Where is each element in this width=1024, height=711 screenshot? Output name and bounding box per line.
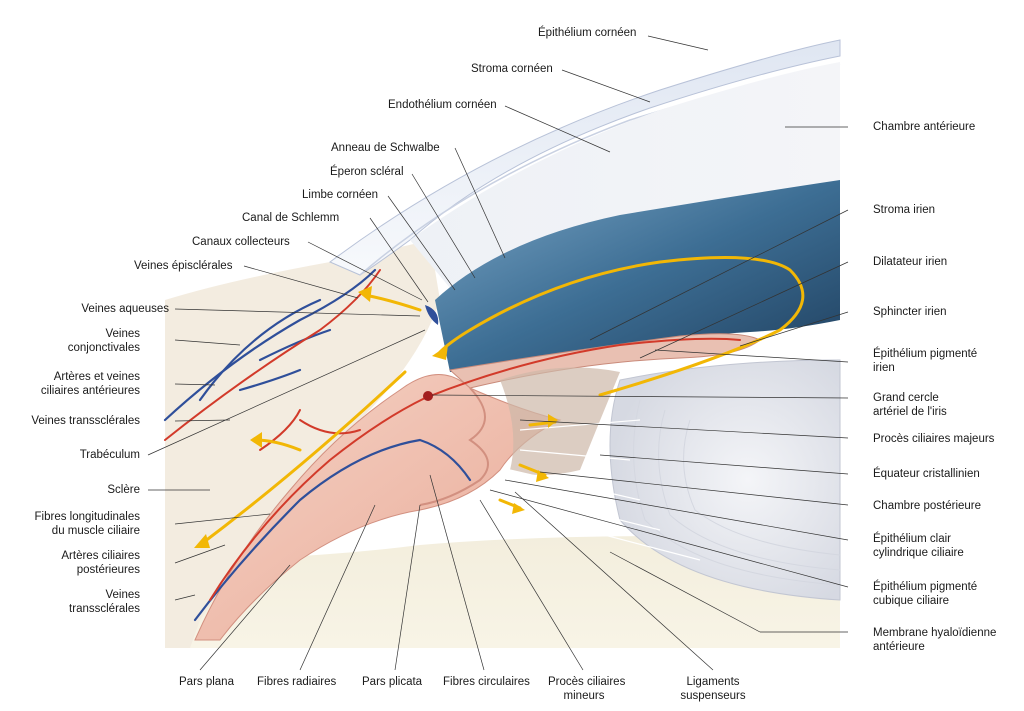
leader-lines xyxy=(147,35,849,671)
label-veines-conjonctivales: Veines conjonctivales xyxy=(68,327,140,355)
label-canal-schlemm: Canal de Schlemm xyxy=(242,212,340,224)
label-dilatateur-irien: Dilatateur irien xyxy=(873,256,948,268)
label-sphincter-irien: Sphincter irien xyxy=(873,306,947,318)
schlemm-canal-shape xyxy=(425,305,439,325)
label-line: cylindrique ciliaire xyxy=(873,547,964,559)
label-proces-ciliaires-majeurs: Procès ciliaires majeurs xyxy=(873,433,995,445)
label-fibres-radiaires: Fibres radiaires xyxy=(257,676,337,688)
lens-lamellae xyxy=(633,399,841,586)
label-sclere: Sclère xyxy=(107,484,140,496)
label-pars-plicata: Pars plicata xyxy=(362,676,423,688)
label-membrane-hyaloidienne: Membrane hyaloïdienne antérieure xyxy=(873,626,996,654)
label-limbe-corneen: Limbe cornéen xyxy=(302,189,379,201)
label-stroma-irien: Stroma irien xyxy=(873,204,935,216)
label-fibres-longitudinales: Fibres longitudinales du muscle ciliaire xyxy=(35,510,140,538)
label-veines-aqueuses: Veines aqueuses xyxy=(81,303,169,315)
label-chambre-posterieure: Chambre postérieure xyxy=(873,500,982,512)
label-chambre-anterieure: Chambre antérieure xyxy=(873,121,976,133)
vitreous-region xyxy=(165,536,840,648)
label-line: suspenseurs xyxy=(680,690,746,702)
label-line: du muscle ciliaire xyxy=(51,525,140,537)
label-line: artériel de l'iris xyxy=(873,406,947,418)
label-line: Artères ciliaires xyxy=(61,550,140,562)
anterior-chamber-region xyxy=(410,62,840,300)
aqueous-flow-arrowheads xyxy=(194,286,558,548)
lens-region xyxy=(609,359,841,601)
label-epithelium-pigmente-cubique: Épithélium pigmenté cubique ciliaire xyxy=(873,580,977,608)
label-arteres-ciliaires-posterieures: Artères ciliaires postérieures xyxy=(61,549,140,577)
label-proces-ciliaires-mineurs: Procès ciliaires mineurs xyxy=(548,675,626,703)
label-trabeculum: Trabéculum xyxy=(79,449,140,461)
label-ligaments-suspenseurs: Ligaments suspenseurs xyxy=(676,675,750,703)
label-line: Fibres longitudinales xyxy=(34,511,140,523)
label-line: conjonctivales xyxy=(67,342,140,354)
iris-region xyxy=(435,180,840,372)
major-arterial-circle-dot xyxy=(423,391,433,401)
label-line: ciliaires antérieures xyxy=(40,385,140,397)
label-line: Veines xyxy=(105,328,140,340)
label-veines-episclerales: Veines épisclérales xyxy=(134,260,233,272)
label-line: mineurs xyxy=(563,690,605,702)
label-equateur-cristallinien: Équateur cristallinien xyxy=(873,468,980,480)
label-line: Membrane hyaloïdienne xyxy=(873,627,997,639)
label-veines-transsclerales-upper: Veines transsclérales xyxy=(31,415,140,427)
veins xyxy=(163,268,472,622)
suspensory-ligaments xyxy=(489,419,701,561)
label-epithelium-pigmente-irien: Épithélium pigmenté irien xyxy=(873,347,977,375)
cornea-region xyxy=(329,39,841,276)
label-line: antérieure xyxy=(873,641,925,653)
label-line: irien xyxy=(873,362,895,374)
label-line: Ligaments xyxy=(686,676,740,688)
label-fibres-circulaires: Fibres circulaires xyxy=(443,676,530,688)
label-line: Épithélium pigmenté xyxy=(873,581,978,593)
label-canaux-collecteurs: Canaux collecteurs xyxy=(192,236,290,248)
label-anneau-schwalbe: Anneau de Schwalbe xyxy=(331,142,440,154)
label-line: Grand cercle xyxy=(873,392,939,404)
label-veines-transsclerales-lower: Veines transsclérales xyxy=(69,588,140,616)
label-line: Épithélium pigmenté xyxy=(873,348,978,360)
label-line: Veines xyxy=(105,589,140,601)
label-pars-plana: Pars plana xyxy=(179,676,234,688)
label-grand-cercle: Grand cercle artériel de l'iris xyxy=(873,391,947,419)
sclera-region xyxy=(165,240,440,648)
ciliary-processes-outline xyxy=(419,387,489,506)
label-line: cubique ciliaire xyxy=(873,595,950,607)
label-line: Artères et veines xyxy=(53,371,140,383)
label-stroma-corneen: Stroma cornéen xyxy=(471,63,553,75)
posterior-chamber-region xyxy=(500,367,620,475)
label-line: Épithélium clair xyxy=(873,533,951,545)
label-eperon-scleral: Éperon scléral xyxy=(330,166,404,178)
label-epithelium-clair: Épithélium clair cylindrique ciliaire xyxy=(873,532,964,560)
aqueous-flow-arrows xyxy=(198,256,805,547)
label-epithelium-corneen: Épithélium cornéen xyxy=(538,27,637,39)
label-line: transsclérales xyxy=(69,603,140,615)
label-arteres-veines-ciliaires: Artères et veines ciliaires antérieures xyxy=(41,370,140,398)
label-endothelium-corneen: Endothélium cornéen xyxy=(388,99,497,111)
label-line: postérieures xyxy=(76,564,140,576)
label-line: Procès ciliaires xyxy=(548,676,626,688)
